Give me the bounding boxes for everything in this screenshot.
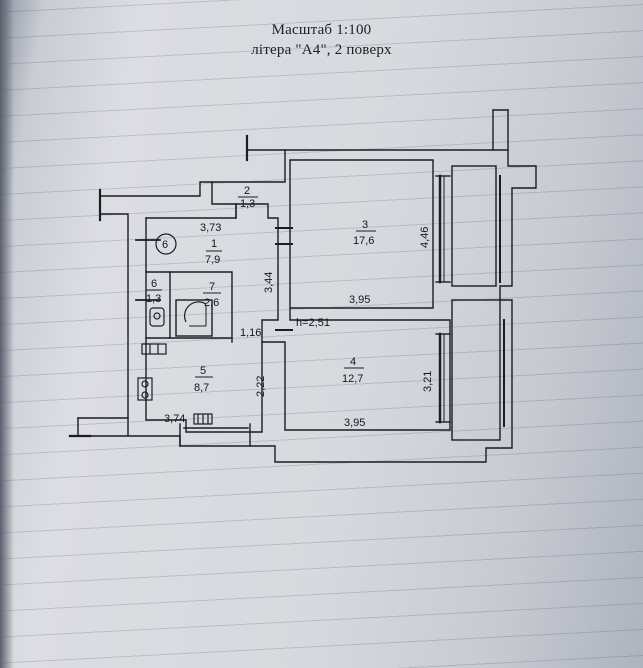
page-edge-shadow — [0, 0, 14, 668]
stove — [137, 377, 153, 401]
room-5-depth: 2,22 — [255, 376, 267, 397]
room-2-area: 1,3 — [240, 198, 255, 210]
room-5-number: 5 — [200, 365, 206, 377]
inner-wall — [145, 159, 451, 433]
room-2-number: 2 — [244, 185, 250, 197]
bathroom-walls — [145, 271, 233, 339]
outer-wall-top — [99, 149, 494, 197]
shower-tray — [183, 301, 207, 323]
outer-wall — [77, 195, 129, 419]
room-4-number: 4 — [350, 356, 356, 368]
room-4-depth: 3,21 — [422, 371, 434, 392]
room-4-width: 3,95 — [344, 417, 365, 429]
toilet — [149, 307, 165, 327]
room-3-area: 17,6 — [353, 235, 374, 247]
room-6-area: 1,3 — [146, 293, 161, 305]
room-1-area: 7,9 — [205, 254, 220, 266]
room-5-width: 3,74 — [164, 413, 185, 425]
sink — [141, 343, 167, 355]
passage-dimension: 1,16 — [240, 327, 261, 339]
room-7-number: 7 — [209, 281, 215, 293]
room-1-number: 1 — [211, 238, 217, 250]
room-7-area: 2,6 — [204, 297, 219, 309]
room-5-area: 8,7 — [194, 382, 209, 394]
ceiling-height: h=2,51 — [296, 317, 330, 329]
window-frame-lower — [451, 299, 501, 441]
room-3-number: 3 — [362, 219, 368, 231]
room-4-area: 12,7 — [342, 373, 363, 385]
outer-wall-bottom — [77, 417, 129, 437]
room-3-depth: 4,46 — [419, 227, 431, 248]
circle-marker-label: 6 — [162, 239, 168, 251]
room-6-number: 6 — [151, 278, 157, 290]
room-1-width: 3,73 — [200, 222, 221, 234]
scale-title: Масштаб 1:100 — [271, 22, 372, 38]
circle-marker — [155, 233, 177, 255]
room-3-width: 3,95 — [349, 294, 370, 306]
letter-title: літера "А4", 2 поверх — [251, 42, 392, 58]
window-frame-upper — [451, 165, 497, 287]
corridor-depth: 3,44 — [263, 272, 275, 293]
